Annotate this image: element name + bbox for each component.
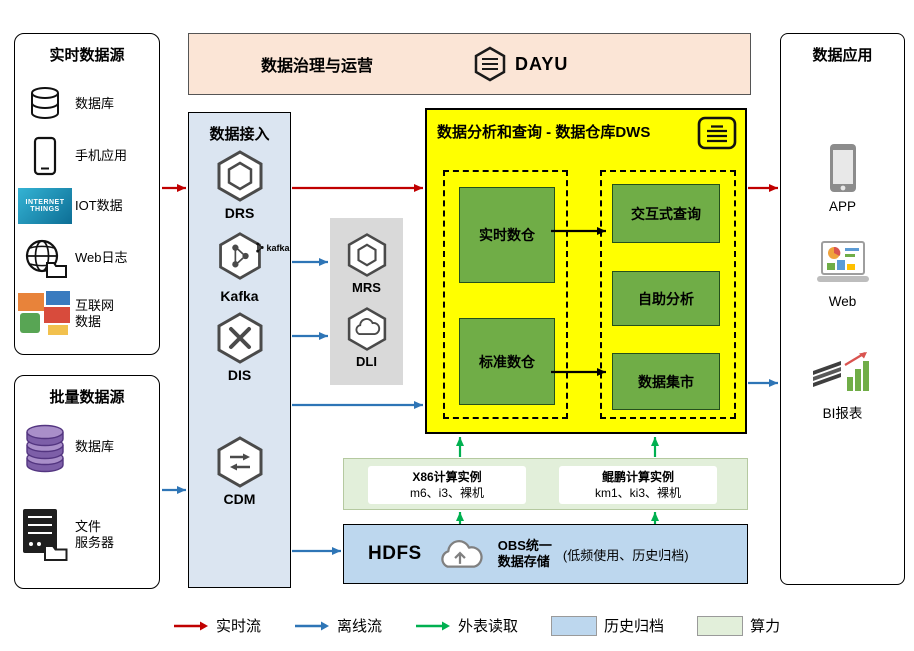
obs-title: OBS统一 数据存储 (497, 537, 552, 569)
dis-hexagon-icon (217, 312, 262, 364)
service-cdm: CDM (189, 435, 290, 507)
service-label: CDM (223, 491, 256, 507)
source-item-label: Web日志 (75, 249, 128, 265)
compute-power-swatch (697, 615, 744, 636)
service-drs: DRS (189, 149, 290, 221)
source-item-internet: 互联网 数据 (15, 286, 159, 342)
compute-layer: X86计算实例 m6、i3、裸机 鲲鹏计算实例 km1、ki3、裸机 (343, 458, 748, 510)
batch-sources-panel: 批量数据源 数据库 (14, 375, 160, 589)
source-item-batch-database: 数据库 (15, 414, 159, 480)
warehouse-icon (697, 116, 737, 150)
mobile-phone-icon (15, 136, 75, 176)
dws-storage-group: 实时数仓 标准数仓 (443, 170, 568, 419)
kafka-mini-logo-icon (256, 242, 265, 253)
iot-wordcloud-image: INTERNET THINGS (15, 188, 75, 224)
service-label: MRS (352, 280, 381, 295)
app-phone-icon (829, 144, 856, 192)
iot-word-things: THINGS (30, 206, 60, 213)
applications-title: 数据应用 (812, 47, 873, 64)
iot-word-internet: INTERNET (25, 199, 65, 206)
applications-panel: 数据应用 APP Web (780, 33, 905, 585)
service-mrs: MRS (330, 232, 403, 295)
governance-banner: 数据治理与运营 DAYU (188, 33, 751, 95)
legend-archive: 历史归档 (551, 615, 664, 636)
source-item-label: 数据库 (75, 438, 115, 454)
node-realtime-dw: 实时数仓 (459, 187, 555, 283)
database-stack-icon (15, 418, 75, 476)
dayu-logo: DAYU (473, 46, 568, 82)
legend: 实时流 离线流 外表读取 历史归档 算力 (173, 615, 780, 636)
realtime-sources-panel: 实时数据源 数据库 手机应用 (14, 33, 160, 355)
obs-note: (低频使用、历史归档) (562, 547, 689, 563)
legend-realtime-flow: 实时流 (173, 615, 261, 636)
source-item-label: 互联网 数据 (75, 297, 115, 329)
service-label: DIS (227, 367, 252, 383)
x86-instances: X86计算实例 m6、i3、裸机 (368, 466, 526, 504)
app-item-app: APP (781, 142, 904, 214)
service-label: DLI (356, 354, 377, 369)
file-server-icon (15, 507, 75, 563)
internet-data-image (15, 291, 75, 337)
kunpeng-title: 鲲鹏计算实例 (601, 469, 674, 484)
storage-layer: HDFS OBS统一 数据存储 (低频使用、历史归档) (343, 524, 748, 584)
app-item-label: Web (828, 294, 857, 309)
dayu-logo-text: DAYU (515, 53, 569, 74)
offline-arrow-icon (295, 621, 330, 630)
node-self-analysis: 自助分析 (612, 271, 720, 326)
dws-analysis-group: 交互式查询 自助分析 数据集市 (600, 170, 736, 419)
kafka-hexagon-icon (218, 232, 261, 280)
obs-cloud-icon (441, 540, 483, 568)
cdm-hexagon-icon (217, 436, 262, 488)
realtime-arrow-icon (174, 621, 208, 630)
ingestion-panel: 数据接入 DRS kafka (188, 112, 291, 588)
dli-hexagon-icon (347, 307, 386, 351)
app-item-label: APP (828, 199, 856, 214)
service-dis: DIS (189, 311, 290, 383)
source-item-mobile: 手机应用 (15, 134, 159, 178)
source-item-label: 数据库 (75, 95, 115, 111)
kunpeng-spec: km1、ki3、裸机 (594, 486, 681, 500)
node-data-mart: 数据集市 (612, 353, 720, 410)
drs-hexagon-icon (217, 150, 262, 202)
app-item-bi: BI报表 (781, 349, 904, 422)
dws-title: 数据分析和查询 - 数据仓库DWS (437, 124, 651, 141)
kunpeng-instances: 鲲鹏计算实例 km1、ki3、裸机 (559, 466, 717, 504)
x86-spec: m6、i3、裸机 (409, 486, 484, 500)
source-item-label: IOT数据 (75, 197, 123, 213)
mrs-hexagon-icon (347, 233, 386, 277)
node-standard-dw: 标准数仓 (459, 318, 555, 405)
service-label: Kafka (220, 288, 259, 304)
bi-report-icon (812, 352, 869, 391)
source-item-fileserver: 文件 服务器 (15, 502, 159, 568)
source-item-iot: INTERNET THINGS IOT数据 (15, 184, 159, 228)
realtime-sources-title: 实时数据源 (49, 47, 125, 64)
source-item-database: 数据库 (15, 82, 159, 126)
service-kafka: kafka Kafka (189, 231, 290, 304)
database-icon (15, 85, 75, 123)
batch-sources-title: 批量数据源 (49, 389, 125, 406)
legend-compute-power: 算力 (697, 615, 780, 636)
dws-panel: 数据分析和查询 - 数据仓库DWS 实时数仓 标准数仓 交互式查询 自助分析 数… (425, 108, 747, 434)
service-dli: DLI (330, 306, 403, 369)
hdfs-label: HDFS (368, 543, 422, 564)
external-arrow-icon (416, 621, 451, 630)
source-item-label: 文件 服务器 (75, 518, 115, 550)
source-item-weblog: Web日志 (15, 234, 159, 282)
web-dashboard-icon (816, 241, 869, 282)
processing-panel: MRS DLI (330, 218, 403, 385)
governance-title: 数据治理与运营 (261, 58, 374, 75)
archive-swatch (551, 615, 598, 636)
legend-external-read: 外表读取 (415, 615, 518, 636)
source-item-label: 手机应用 (75, 147, 128, 163)
x86-title: X86计算实例 (412, 469, 482, 484)
globe-folder-icon (15, 237, 75, 279)
ingestion-title: 数据接入 (209, 126, 270, 143)
service-label: DRS (224, 205, 255, 221)
dayu-icon (474, 46, 506, 82)
app-item-label: BI报表 (822, 406, 863, 421)
kafka-wordmark: kafka (255, 241, 290, 254)
app-item-web: Web (781, 239, 904, 309)
legend-offline-flow: 离线流 (294, 615, 382, 636)
node-interactive-query: 交互式查询 (612, 184, 720, 243)
